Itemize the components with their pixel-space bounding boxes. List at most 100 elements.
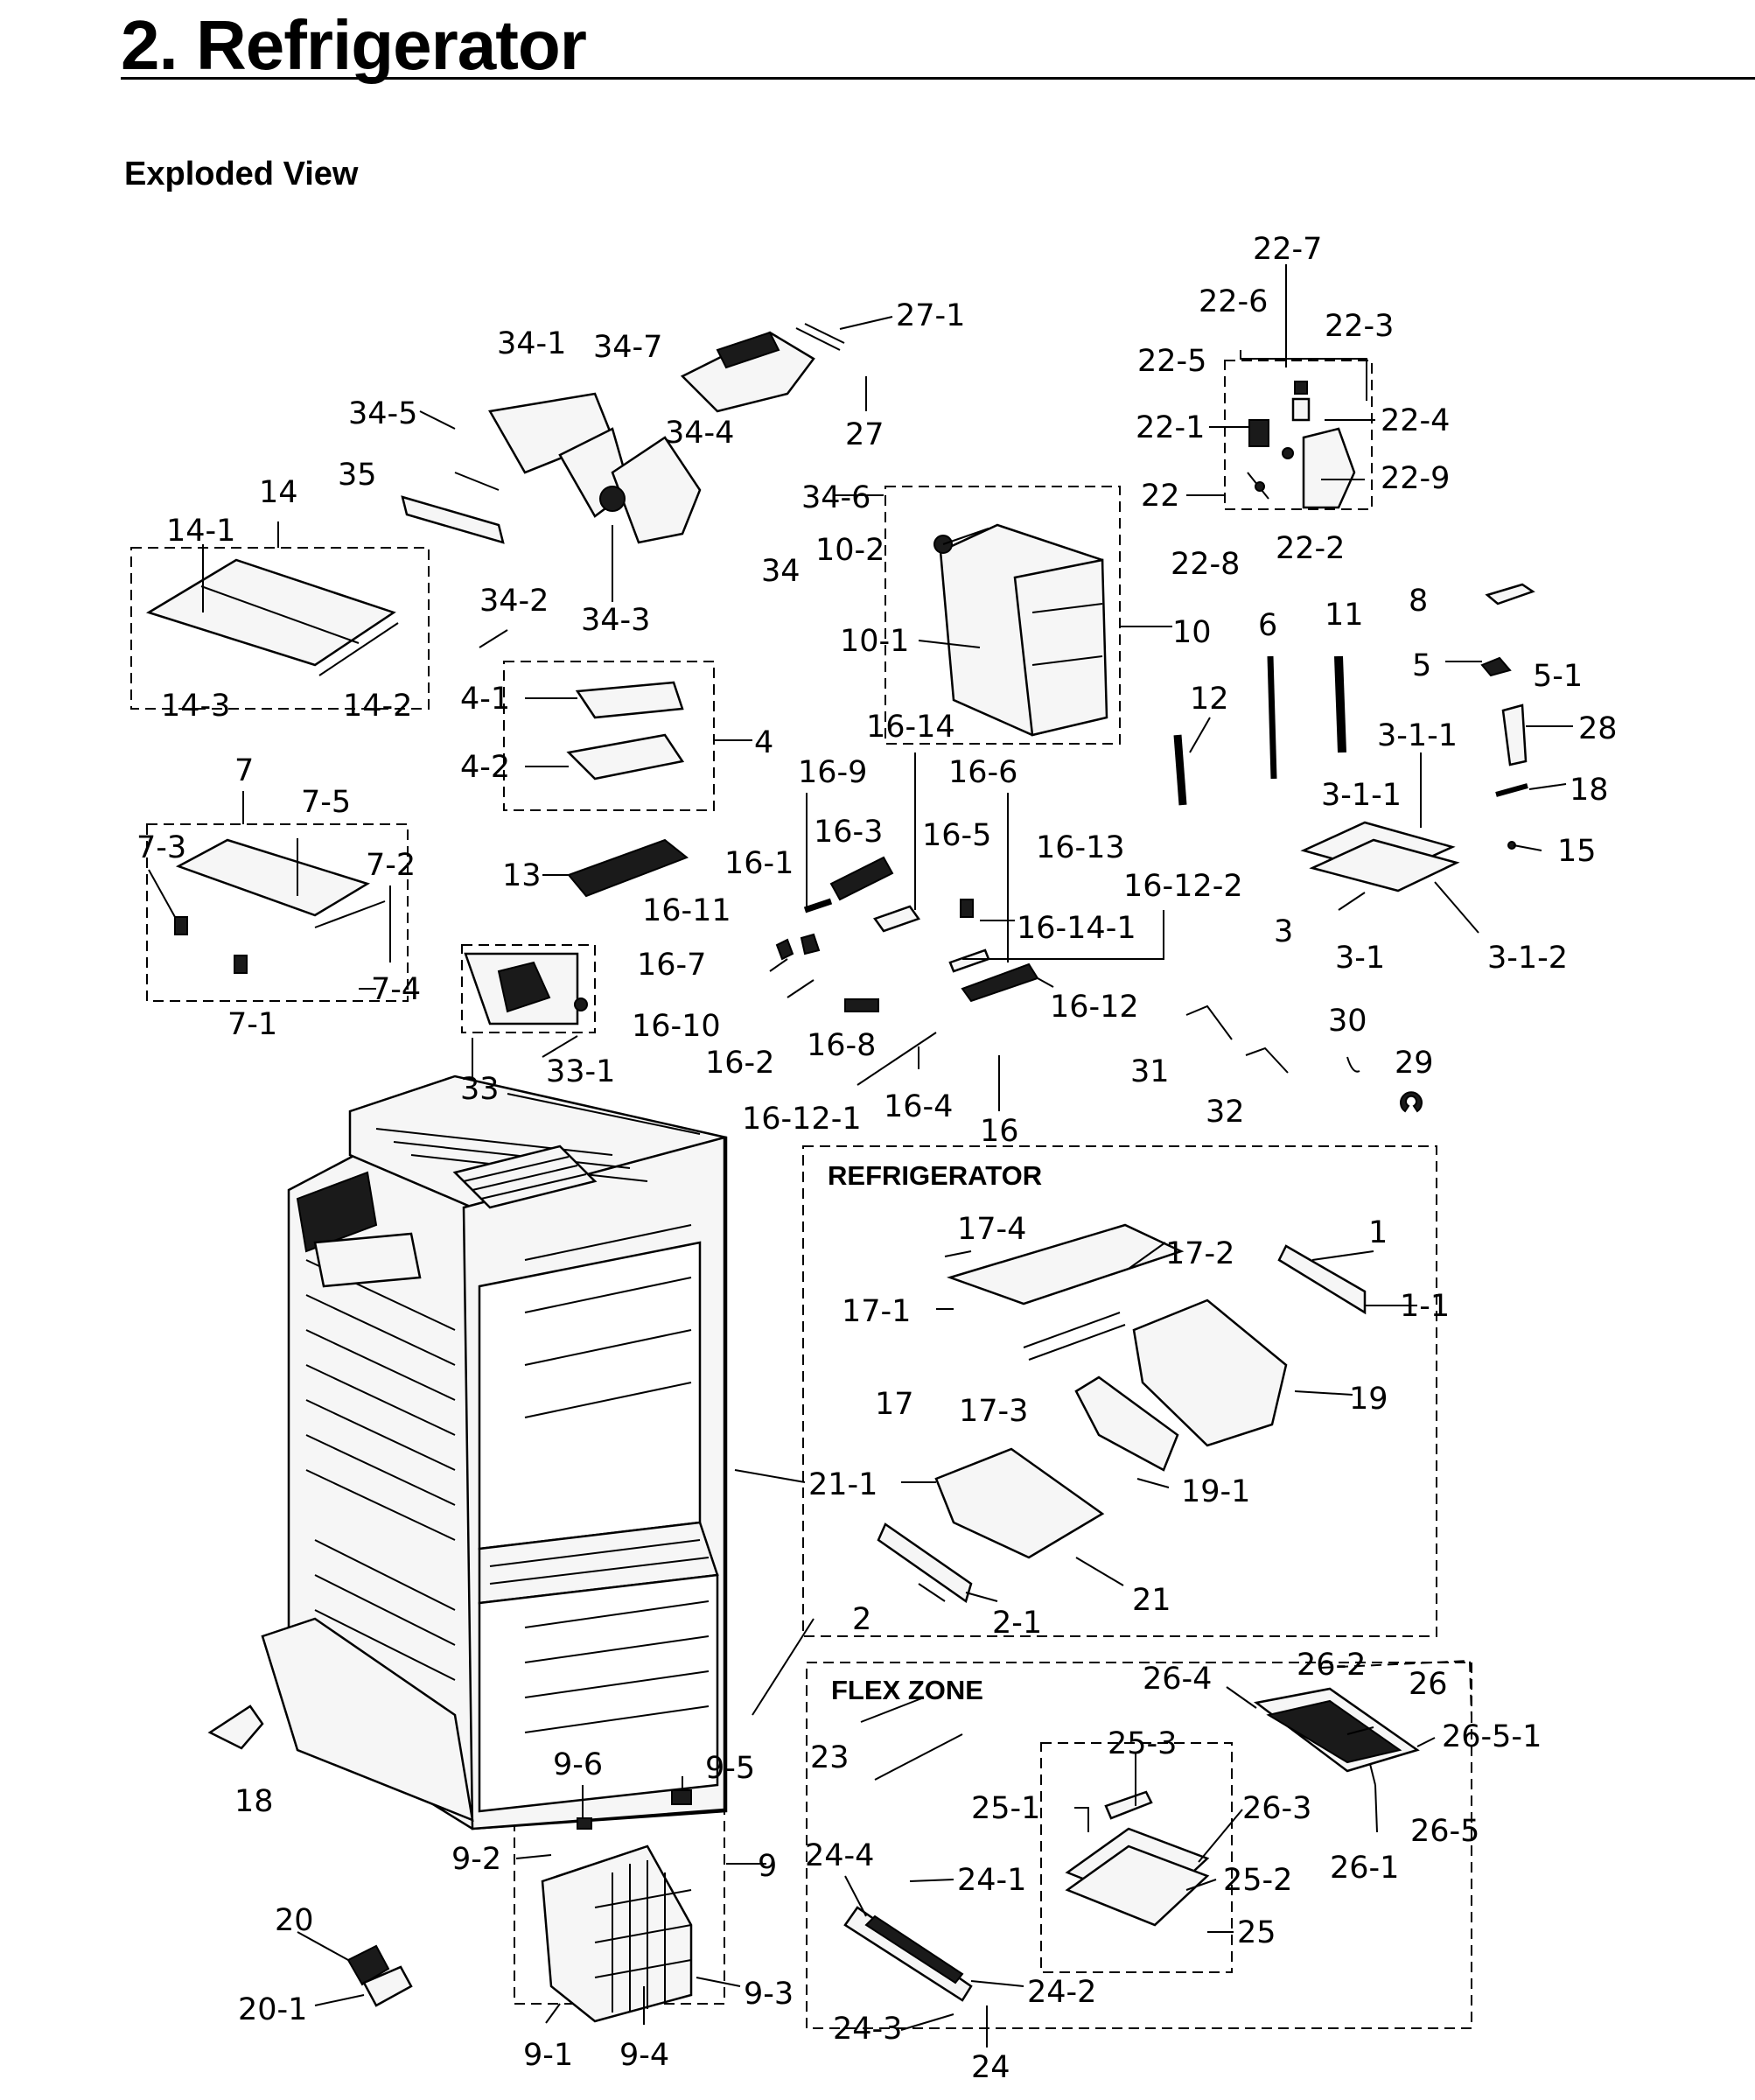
callout-17-3: 17-3 <box>959 1394 1028 1429</box>
refrigerator-box <box>802 1145 1437 1637</box>
callout-16: 16 <box>980 1114 1019 1149</box>
callout-19: 19 <box>1349 1382 1388 1417</box>
callout-15: 15 <box>1557 834 1597 869</box>
page-title: 2. Refrigerator <box>121 6 587 84</box>
callout-16-14-1: 16-14-1 <box>1017 911 1136 946</box>
callout-20: 20 <box>275 1903 314 1938</box>
callout-26-3: 26-3 <box>1242 1791 1311 1826</box>
callout-16-12-2: 16-12-2 <box>1123 869 1243 904</box>
callout-16-12-1: 16-12-1 <box>742 1102 862 1137</box>
callout-34-4: 34-4 <box>665 416 734 451</box>
callout-27-1: 27-1 <box>896 298 965 333</box>
callout-22: 22 <box>1141 479 1180 514</box>
callout-22-4: 22-4 <box>1381 403 1450 438</box>
flex-zone-box <box>806 1662 1472 2029</box>
callout-7-1: 7-1 <box>227 1007 277 1042</box>
callout-3-1-2: 3-1-2 <box>1487 941 1568 976</box>
callout-5: 5 <box>1412 648 1431 683</box>
callout-28: 28 <box>1578 711 1618 746</box>
callout-16-7: 16-7 <box>637 948 706 983</box>
callout-17-1: 17-1 <box>842 1294 911 1329</box>
section-title: Exploded View <box>124 156 359 192</box>
callout-7-3: 7-3 <box>136 830 186 865</box>
callout-22-6: 22-6 <box>1199 284 1268 319</box>
callout-27: 27 <box>845 417 884 452</box>
refrigerator-box-title: REFRIGERATOR <box>828 1160 1042 1191</box>
callout-9-5: 9-5 <box>705 1751 755 1786</box>
callout-17-4: 17-4 <box>957 1212 1026 1247</box>
callout-16-9: 16-9 <box>798 755 867 790</box>
callout-14-2: 14-2 <box>343 689 412 724</box>
callout-labels: 22-7 22-6 22-3 22-5 22-1 22-4 22 22-9 22… <box>136 232 1618 2085</box>
callout-9-6: 9-6 <box>553 1747 603 1782</box>
callout-34: 34 <box>761 554 801 589</box>
title-divider <box>121 77 1755 80</box>
callout-17-2: 17-2 <box>1165 1236 1234 1271</box>
callout-30: 30 <box>1328 1004 1367 1039</box>
callout-3-1-1-a: 3-1-1 <box>1377 718 1458 753</box>
callout-26-4: 26-4 <box>1143 1662 1212 1697</box>
callout-16-3: 16-3 <box>814 815 883 850</box>
callout-16-6: 16-6 <box>948 755 1017 790</box>
callout-21: 21 <box>1132 1583 1171 1618</box>
callout-20-1: 20-1 <box>238 1992 307 2027</box>
callout-16-4: 16-4 <box>884 1089 953 1124</box>
leader-lines <box>148 264 1573 2048</box>
callout-26-5: 26-5 <box>1410 1814 1479 1849</box>
callout-22-2: 22-2 <box>1276 531 1345 566</box>
callout-26-5-1: 26-5-1 <box>1442 1719 1542 1754</box>
callout-25-3: 25-3 <box>1108 1726 1177 1761</box>
callout-16-12: 16-12 <box>1050 990 1139 1025</box>
callout-22-8: 22-8 <box>1171 547 1240 582</box>
callout-22-3: 22-3 <box>1325 309 1394 344</box>
callout-14-1: 14-1 <box>166 514 235 549</box>
callout-21-1: 21-1 <box>808 1467 878 1502</box>
callout-22-7: 22-7 <box>1253 232 1322 267</box>
callout-18-lower: 18 <box>234 1784 274 1819</box>
callout-9-4: 9-4 <box>619 2038 669 2073</box>
callout-9-3: 9-3 <box>744 1977 794 2012</box>
callout-6: 6 <box>1258 608 1277 643</box>
callout-34-2: 34-2 <box>479 584 549 619</box>
callout-34-3: 34-3 <box>581 603 650 638</box>
callout-26: 26 <box>1409 1667 1448 1702</box>
callout-3-1: 3-1 <box>1335 941 1385 976</box>
callout-16-5: 16-5 <box>922 818 991 853</box>
callout-22-9: 22-9 <box>1381 461 1450 496</box>
callout-10-2: 10-2 <box>815 533 884 568</box>
callout-22-5: 22-5 <box>1137 344 1206 379</box>
callout-32: 32 <box>1206 1095 1245 1130</box>
callout-34-6: 34-6 <box>801 480 871 515</box>
callout-34-1: 34-1 <box>497 326 566 361</box>
callout-18-upper: 18 <box>1570 773 1609 808</box>
callout-24-1: 24-1 <box>957 1863 1026 1898</box>
callout-5-1: 5-1 <box>1533 659 1583 694</box>
callout-24: 24 <box>971 2050 1010 2085</box>
callout-3-1-1-b: 3-1-1 <box>1321 778 1402 813</box>
callout-9-1: 9-1 <box>523 2038 573 2073</box>
callout-1-1: 1-1 <box>1400 1289 1450 1324</box>
callout-25-1: 25-1 <box>971 1791 1040 1826</box>
callout-17: 17 <box>875 1387 914 1422</box>
callout-29: 29 <box>1395 1046 1434 1081</box>
part-drawings <box>145 323 1535 2023</box>
callout-35: 35 <box>338 458 377 493</box>
callout-16-14: 16-14 <box>866 710 955 745</box>
callout-19-1: 19-1 <box>1181 1474 1250 1509</box>
callout-24-4: 24-4 <box>805 1838 874 1873</box>
callout-13: 13 <box>502 858 542 893</box>
callout-16-11: 16-11 <box>642 893 731 928</box>
callout-7: 7 <box>234 753 254 788</box>
callout-16-2: 16-2 <box>705 1046 774 1081</box>
callout-16-13: 16-13 <box>1036 830 1125 865</box>
callout-14: 14 <box>259 475 298 510</box>
callout-25-2: 25-2 <box>1223 1863 1292 1898</box>
flex-zone-box-title: FLEX ZONE <box>831 1675 983 1705</box>
callout-7-4: 7-4 <box>371 972 421 1007</box>
callout-4-2: 4-2 <box>460 750 510 785</box>
callout-9-2: 9-2 <box>451 1842 501 1877</box>
callout-1: 1 <box>1368 1215 1388 1250</box>
callout-23: 23 <box>810 1740 850 1775</box>
callout-4: 4 <box>754 725 773 760</box>
